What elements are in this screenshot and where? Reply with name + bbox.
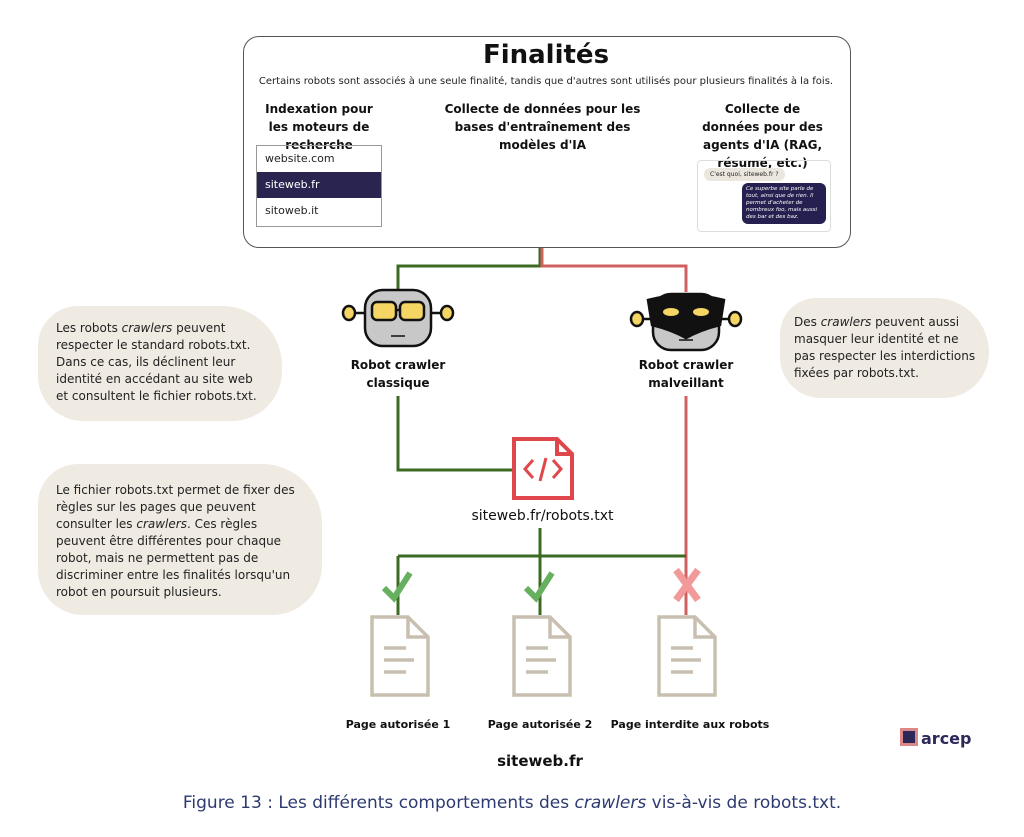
figure-caption: Figure 13 : Les différents comportements… xyxy=(182,793,842,813)
list-item: website.com xyxy=(265,152,335,165)
chat-question-bubble: C'est quoi, siteweb.fr ? xyxy=(704,168,785,181)
robots-txt-path: siteweb.fr/robots.txt xyxy=(471,508,614,524)
arcep-logo-icon xyxy=(900,728,918,746)
site-label: siteweb.fr xyxy=(497,752,583,770)
column-agents-title: Collecte de données pour des agents d'IA… xyxy=(702,102,823,170)
code-file-icon xyxy=(512,437,574,500)
list-item-selected: siteweb.fr xyxy=(257,172,381,198)
chat-window xyxy=(697,160,831,232)
green-line-pages xyxy=(396,528,686,615)
page-label-3: Page interdite aux robots xyxy=(610,718,770,731)
malicious-robot-label: Robot crawler malveillant xyxy=(638,358,734,390)
page-label-1: Page autorisée 1 xyxy=(345,718,451,731)
list-item: sitoweb.it xyxy=(265,204,319,217)
classic-robot-icon xyxy=(341,288,455,348)
purposes-title: Finalités xyxy=(482,40,610,70)
note-robots-txt: Le fichier robots.txt permet de fixer de… xyxy=(38,464,322,615)
malicious-robot-icon xyxy=(629,292,743,352)
purposes-subtitle: Certains robots sont associés à une seul… xyxy=(258,76,834,87)
cross-icon xyxy=(673,567,701,603)
check-icon-1 xyxy=(381,571,413,603)
classic-robot-label: Robot crawler classique xyxy=(350,358,446,390)
arcep-logo: arcep xyxy=(900,728,971,748)
note-malicious-crawlers: Des crawlers peuvent aussi masquer leur … xyxy=(780,298,989,398)
green-line-classic xyxy=(396,396,512,472)
page-label-2: Page autorisée 2 xyxy=(487,718,593,731)
page-icon-1 xyxy=(370,615,430,697)
green-line-top xyxy=(396,246,542,292)
note-classic-crawlers: Les robots crawlers peuvent respecter le… xyxy=(38,306,282,421)
page-icon-2 xyxy=(512,615,572,697)
column-training-title: Collecte de données pour les bases d'ent… xyxy=(444,102,641,152)
page-icon-3 xyxy=(657,615,717,697)
red-line-top xyxy=(540,246,688,292)
check-icon-2 xyxy=(523,571,555,603)
search-results-list: website.com siteweb.fr sitoweb.it xyxy=(256,145,382,227)
chat-answer-bubble: Ce superbe site parle de tout, ainsi que… xyxy=(742,183,826,224)
